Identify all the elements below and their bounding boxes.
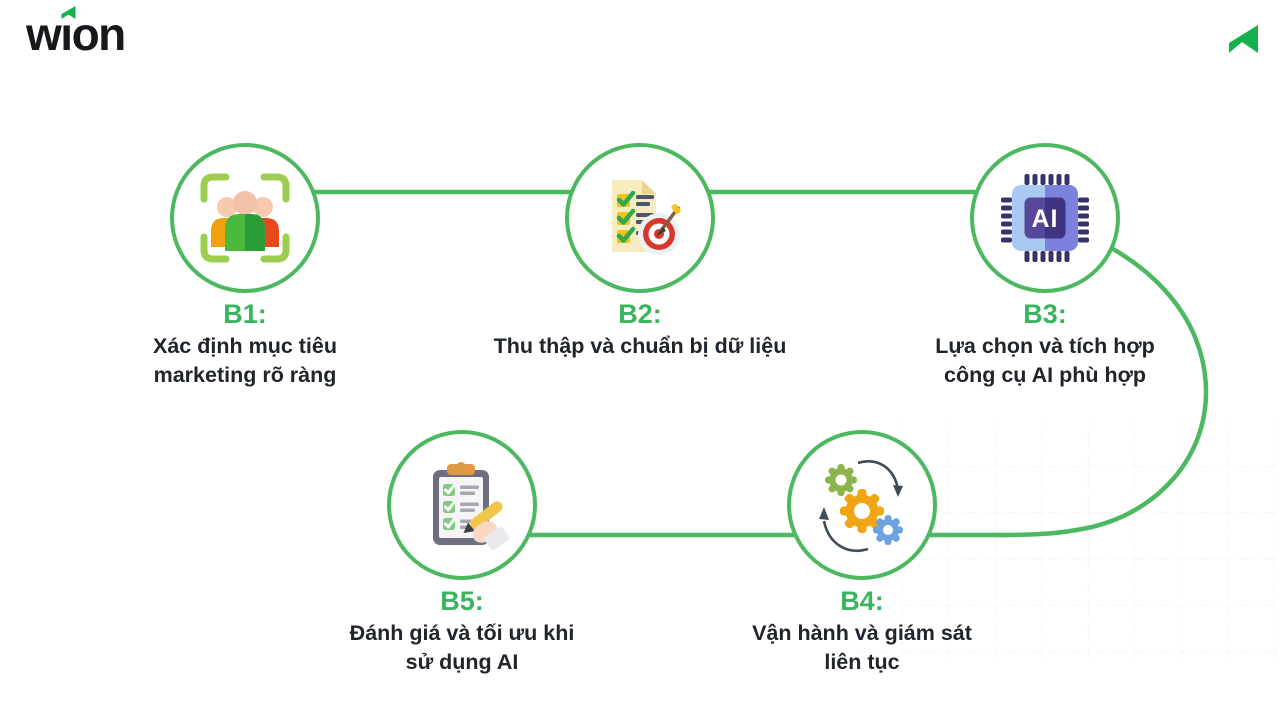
cycle-arrows (822, 460, 900, 552)
step-title-b4: Vận hành và giám sát liên tục (752, 621, 972, 674)
step-circle-b3: AI (970, 143, 1120, 293)
step-label-b4: B4: Vận hành và giám sát liên tục (682, 586, 1042, 677)
step-circle-b4 (787, 430, 937, 580)
step-label-b2: B2: Thu thập và chuẩn bị dữ liệu (460, 299, 820, 361)
step-label-b3: B3: Lựa chọn và tích hợp công cụ AI phù … (865, 299, 1225, 390)
audience-target-icon (200, 173, 290, 263)
focus-frame-corners (200, 173, 290, 263)
step-id-b4: B4: (840, 586, 884, 616)
corner-arrow-icon (1229, 25, 1258, 53)
logo-text-post: on (71, 8, 127, 60)
logo-text-i: ı (60, 8, 73, 60)
green-gear (825, 464, 857, 496)
step-id-b5: B5: (440, 586, 484, 616)
step-circle-b1 (170, 143, 320, 293)
step-label-b1: B1: Xác định mục tiêu marketing rõ ràng (65, 299, 425, 390)
step-id-b1: B1: (223, 299, 267, 329)
step-title-b1: Xác định mục tiêu marketing rõ ràng (153, 334, 337, 387)
ai-chip-icon: AI (1001, 174, 1089, 262)
step-id-b2: B2: (618, 299, 662, 329)
step-title-b3: Lựa chọn và tích hợp công cụ AI phù hợp (935, 334, 1155, 387)
step-circle-b5 (387, 430, 537, 580)
step-circle-b2 (565, 143, 715, 293)
step-label-b5: B5: Đánh giá và tối ưu khi sử dụng AI (282, 586, 642, 677)
pencil (463, 501, 503, 534)
step-title-b2: Thu thập và chuẩn bị dữ liệu (493, 334, 787, 358)
checklist-target-icon (612, 180, 681, 255)
step-id-b3: B3: (1023, 299, 1067, 329)
clipboard-review-icon (433, 462, 510, 551)
ai-chip-label: AI (1032, 205, 1059, 233)
logo-arrow-mark-icon (61, 6, 76, 19)
logo-text-pre: w (26, 8, 62, 60)
step-title-b5: Đánh giá và tối ưu khi sử dụng AI (349, 621, 575, 674)
gears-sync-icon (819, 460, 903, 552)
